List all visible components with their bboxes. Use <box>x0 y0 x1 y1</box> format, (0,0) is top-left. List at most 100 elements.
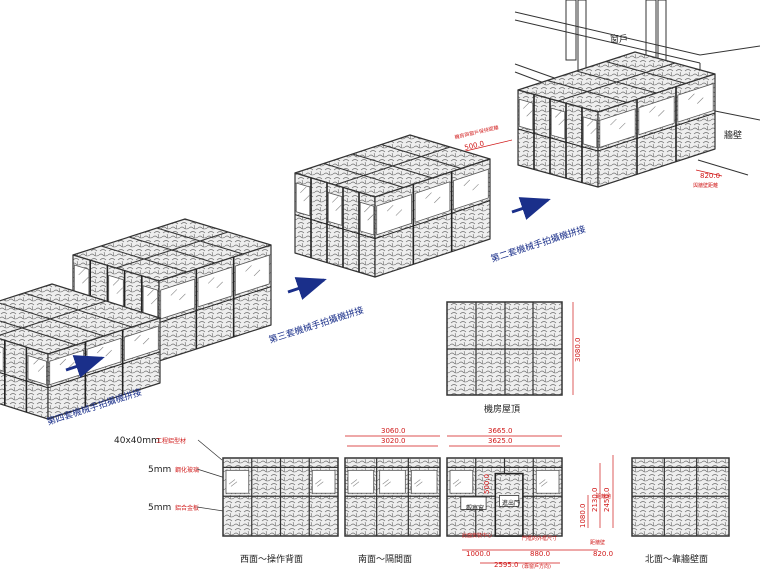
clearance-wall-value: 820.0 <box>700 172 720 180</box>
glass-glare <box>82 277 89 284</box>
roof-seam <box>115 231 229 269</box>
glass-panel <box>376 193 413 236</box>
frame-rail <box>517 128 599 152</box>
flow-arrow-1 <box>65 355 105 378</box>
callout-glass-text: 鋼化玻璃 <box>175 466 199 474</box>
glass-glare <box>382 479 389 485</box>
roof-title: 機房屋頂 <box>484 403 520 415</box>
glass-panel <box>123 325 159 362</box>
frame-rail <box>294 214 376 240</box>
glass-glare <box>352 481 360 487</box>
glass-panel <box>677 83 714 123</box>
east-window-left-dim: 1000.0 <box>466 550 491 558</box>
glass-glare <box>315 479 322 485</box>
glass-panel <box>27 354 47 386</box>
east-outer-dim: 3665.0 <box>488 427 513 435</box>
glass-panel <box>311 469 336 494</box>
east-inner-dim: 3625.0 <box>488 437 513 445</box>
glass-glare <box>78 268 85 276</box>
roof-plan <box>446 301 574 396</box>
glass-glare <box>688 93 695 100</box>
glass-glare <box>384 481 391 487</box>
building-context <box>514 0 760 176</box>
glass-glare <box>303 194 310 202</box>
glass-glare <box>59 358 67 366</box>
glass-glare <box>541 481 548 487</box>
frame-rail <box>374 200 491 240</box>
glass-glare <box>332 196 339 203</box>
glass-glare <box>697 97 704 104</box>
east-window-label: 觀察窗 <box>466 504 484 512</box>
west-elevation-title: 西面～操作背面 <box>240 553 303 565</box>
glass-glare <box>619 122 626 130</box>
east-right-seg-dim: 820.0 <box>593 550 613 558</box>
clearance-wall-note: 與牆壁距離 <box>693 182 718 189</box>
glass-glare <box>386 204 394 212</box>
flow-arrow-2 <box>287 277 327 300</box>
east-door-note: 門框的外框尺寸 <box>522 535 557 542</box>
glass-glare <box>253 269 261 277</box>
glass-panel <box>160 278 196 320</box>
callout-panel-text: 鋁合金板 <box>175 504 199 512</box>
glass-glare <box>649 106 656 113</box>
glass-glare <box>416 481 423 487</box>
elevation-group <box>222 457 730 537</box>
glass-glare <box>228 479 236 485</box>
glass-panel <box>295 182 311 217</box>
glass-panel <box>410 469 438 494</box>
glass-glare <box>33 358 40 365</box>
east-total-dim: 2595.0 <box>494 561 519 569</box>
glass-glare <box>364 205 371 213</box>
south-outer-dim: 3060.0 <box>381 427 406 435</box>
south-dim-lines <box>345 435 440 447</box>
east-upper-dim: 500.0 <box>483 474 491 494</box>
glass-glare <box>207 277 215 284</box>
glass-panel <box>535 469 560 494</box>
south-inner-dim: 3020.0 <box>381 437 406 445</box>
east-right-note: 距牆壁 <box>590 539 605 546</box>
glass-glare <box>96 346 104 354</box>
glass-panel <box>452 168 489 211</box>
glass-panel <box>0 346 4 372</box>
glass-glare <box>434 196 441 204</box>
glass-glare <box>555 111 562 118</box>
roof-seam <box>557 62 676 102</box>
glass-panel <box>599 108 636 148</box>
glass-glare <box>170 289 178 296</box>
elevation-outline <box>631 457 730 537</box>
east-total-note: (靠窗戶方向) <box>522 563 551 570</box>
glass-glare <box>112 279 120 286</box>
glass-glare <box>472 183 479 191</box>
east-left-note: 此面安裝中心 <box>462 532 492 539</box>
glass-glare <box>452 479 460 485</box>
glass-glare <box>463 179 471 187</box>
east-h-note: 距離地 <box>596 493 611 500</box>
glass-glare <box>116 287 123 294</box>
step-2-label: 第二套機械手拍攝機拼接 <box>489 223 587 265</box>
frame-rail <box>0 372 49 389</box>
glass-panel <box>414 181 451 223</box>
glass-glare <box>179 293 186 301</box>
glass-glare <box>350 479 358 485</box>
glass-glare <box>414 479 421 485</box>
glass-glare <box>523 102 530 109</box>
glass-glare <box>395 209 403 216</box>
glass-glare <box>590 127 597 135</box>
glass-glare <box>610 118 617 126</box>
frame-rail <box>597 112 716 152</box>
window-label: 窗戶 <box>610 33 628 45</box>
glass-glare <box>147 289 154 296</box>
cabin-step-3 <box>72 218 272 362</box>
glass-panel <box>197 266 233 308</box>
glass-glare <box>454 481 462 487</box>
callout-frame-size: 40x40mm <box>114 436 160 446</box>
east-h-panel-dim: 1080.0 <box>579 504 587 529</box>
cabin-step-1 <box>517 51 716 188</box>
glass-panel <box>582 116 598 149</box>
clearance-window-note: 機房與窗戶保持距離 <box>454 124 499 141</box>
roof-height-dim: 3080.0 <box>574 338 582 363</box>
observation-window <box>460 496 487 510</box>
east-elevation <box>446 457 563 537</box>
glass-panel <box>234 254 270 296</box>
east-h-door-dim: 2130.0 <box>591 488 599 513</box>
